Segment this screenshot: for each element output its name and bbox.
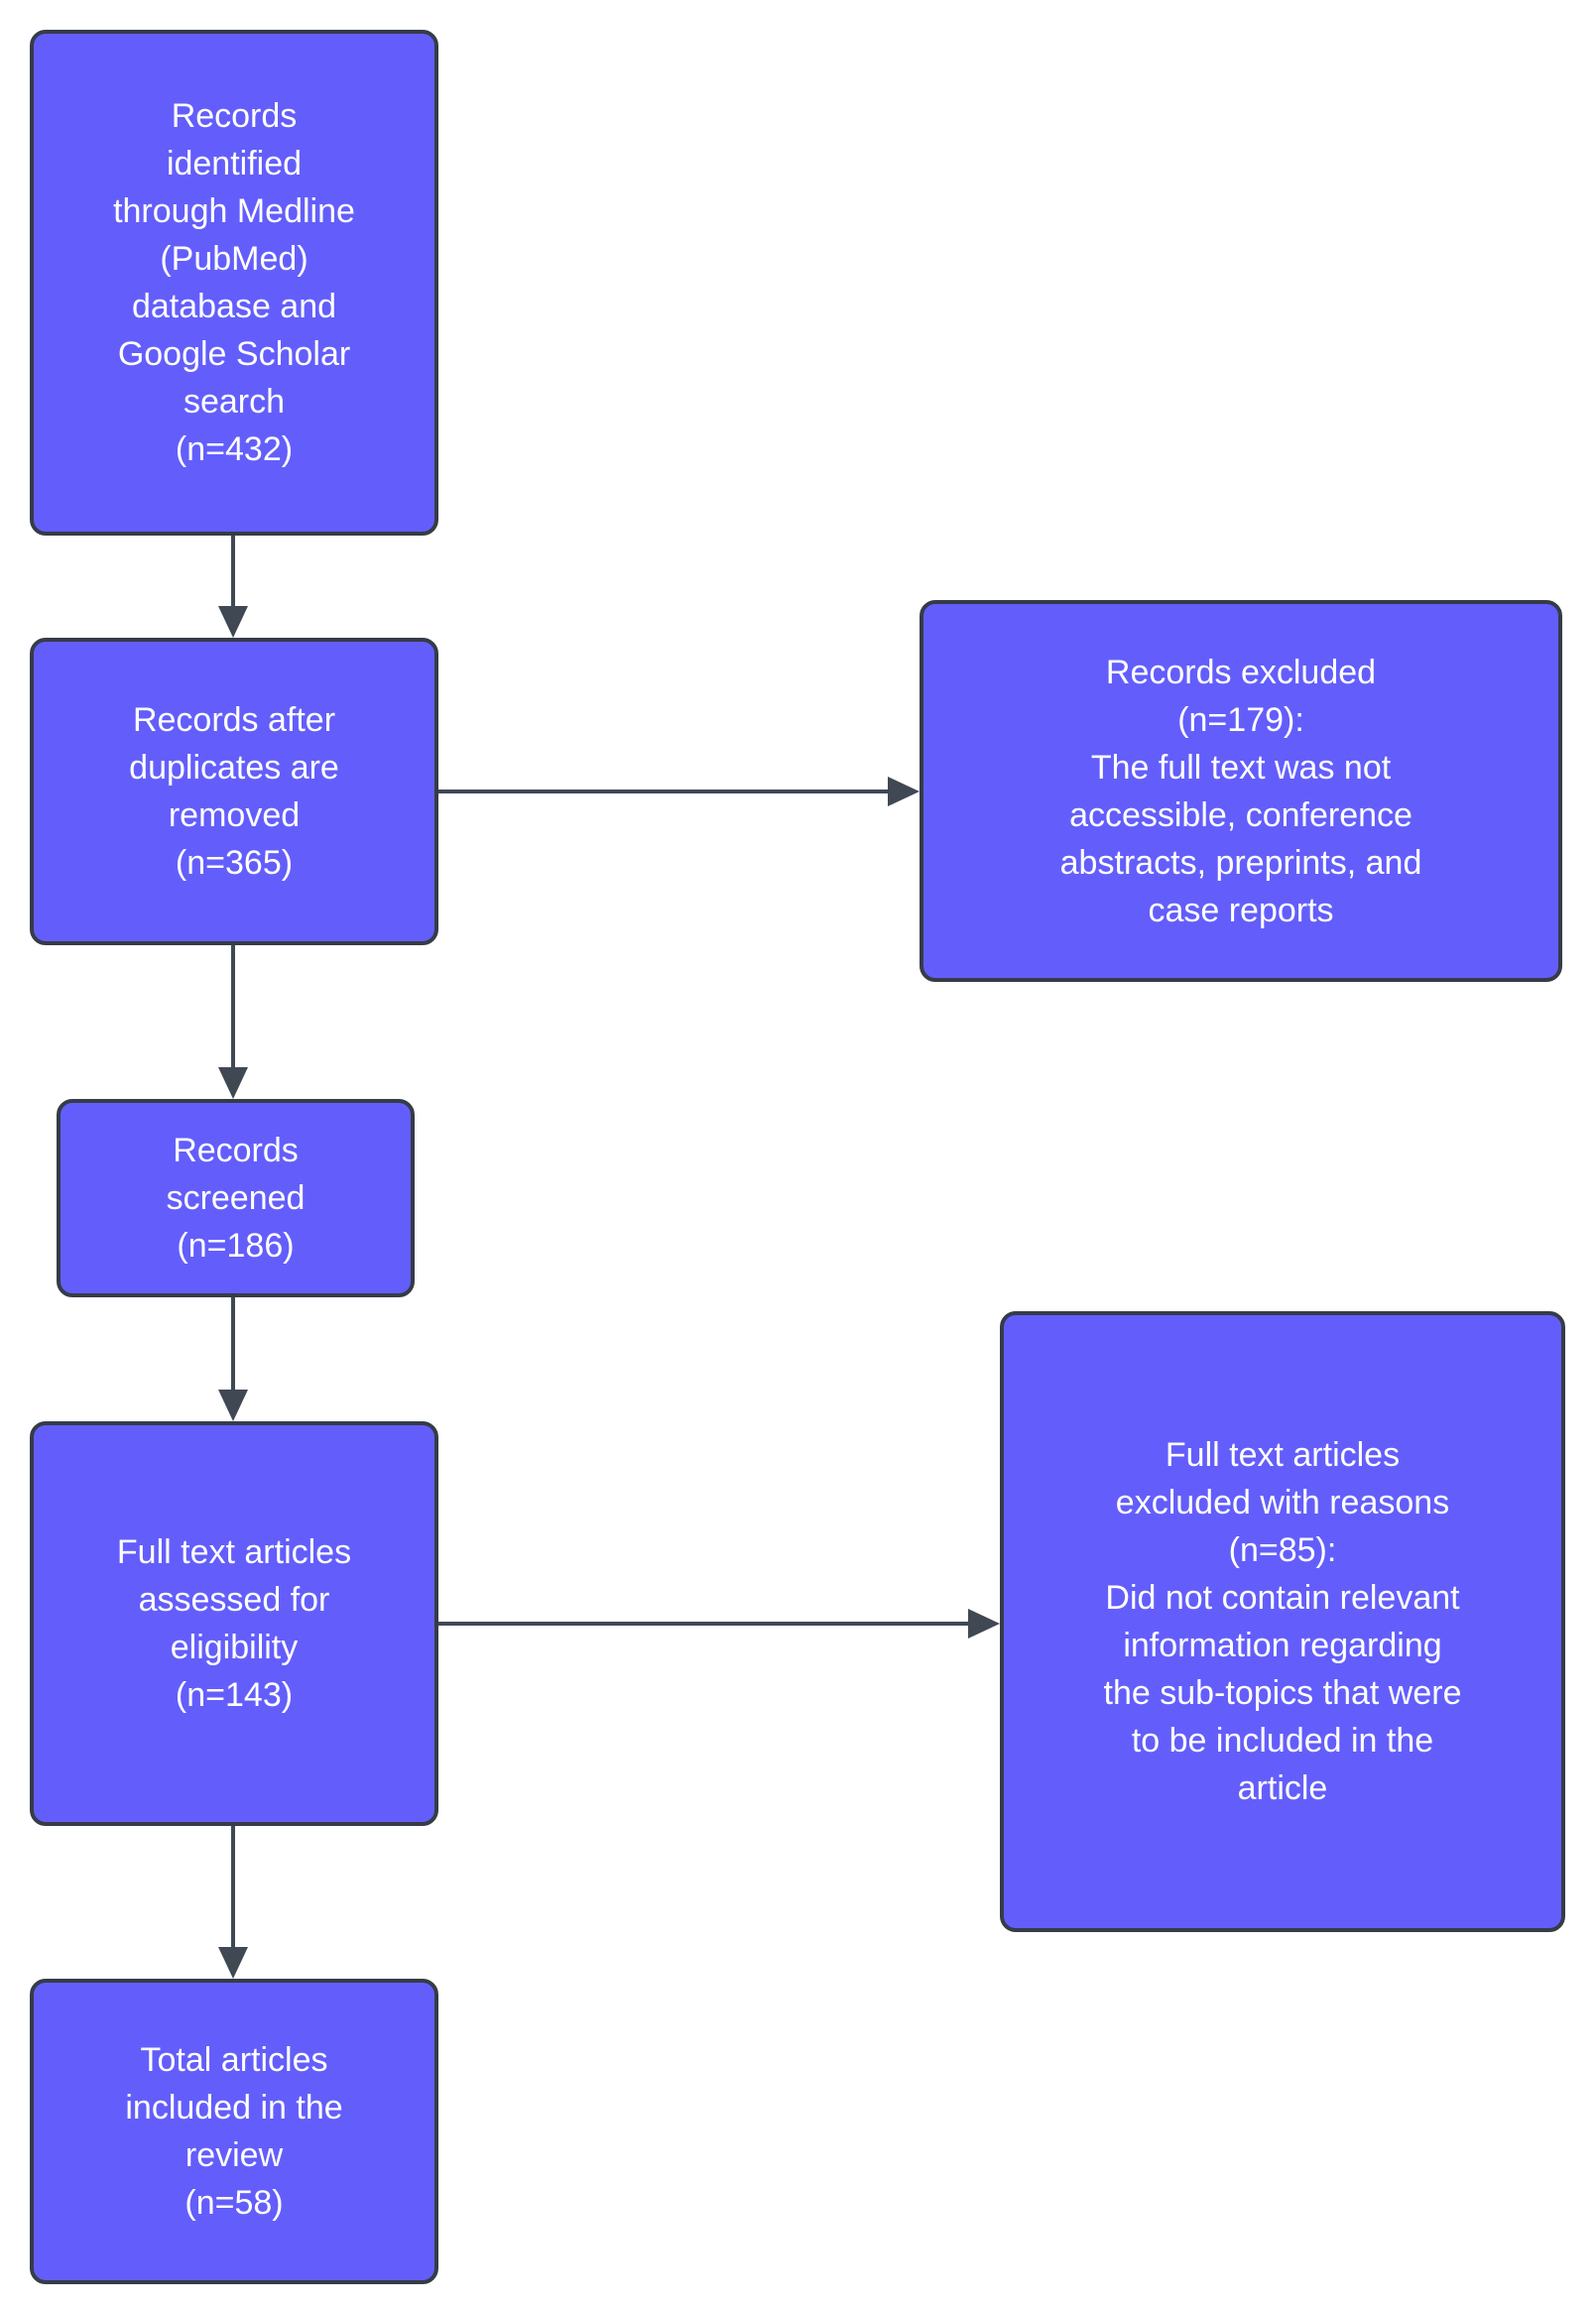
node-records-screened-text: Records screened (n=186) bbox=[166, 1132, 306, 1265]
arrowhead-down-icon bbox=[218, 1067, 248, 1099]
arrowhead-down-icon bbox=[218, 606, 248, 638]
arrowhead-down-icon bbox=[218, 1390, 248, 1421]
arrow-line-duplicates-to-screened bbox=[231, 945, 235, 1067]
arrow-line-identified-to-duplicates bbox=[231, 536, 235, 606]
node-records-after-duplicates-text: Records after duplicates are removed (n=… bbox=[129, 701, 339, 882]
node-total-included: Total articles included in the review (n… bbox=[30, 1979, 438, 2284]
node-full-text-excluded-text: Full text articles excluded with reasons… bbox=[1103, 1436, 1462, 1807]
arrow-line-assessed-to-excluded-reasons bbox=[438, 1622, 968, 1626]
node-full-text-assessed: Full text articles assessed for eligibil… bbox=[30, 1421, 438, 1826]
arrow-line-screened-to-assessed bbox=[231, 1297, 235, 1390]
node-records-identified: Records identified through Medline (PubM… bbox=[30, 30, 438, 536]
node-records-identified-text: Records identified through Medline (PubM… bbox=[113, 97, 355, 468]
arrowhead-right-icon bbox=[968, 1609, 1000, 1639]
arrowhead-right-icon bbox=[888, 777, 920, 806]
node-total-included-text: Total articles included in the review (n… bbox=[125, 2041, 343, 2222]
node-full-text-excluded: Full text articles excluded with reasons… bbox=[1000, 1311, 1565, 1932]
node-full-text-assessed-text: Full text articles assessed for eligibil… bbox=[116, 1533, 352, 1714]
node-records-screened: Records screened (n=186) bbox=[57, 1099, 415, 1297]
arrow-line-assessed-to-included bbox=[231, 1826, 235, 1947]
node-records-excluded-text: Records excluded (n=179): The full text … bbox=[1059, 653, 1422, 929]
arrow-line-duplicates-to-excluded bbox=[438, 790, 888, 793]
node-records-excluded: Records excluded (n=179): The full text … bbox=[920, 600, 1562, 982]
arrowhead-down-icon bbox=[218, 1947, 248, 1979]
node-records-after-duplicates: Records after duplicates are removed (n=… bbox=[30, 638, 438, 945]
